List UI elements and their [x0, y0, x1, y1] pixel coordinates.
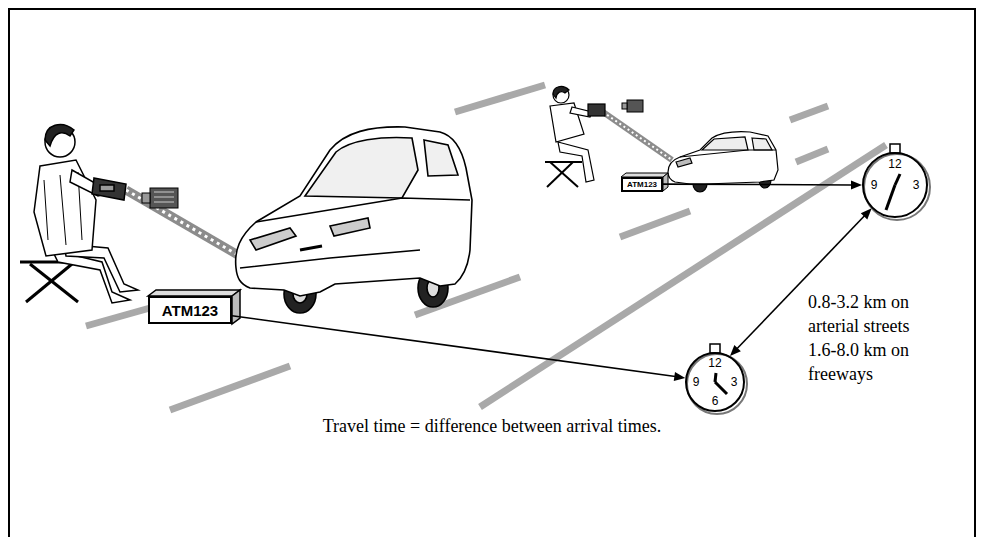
clock-number: 3 — [913, 178, 920, 192]
observer-hair — [45, 125, 74, 146]
connector-arrow — [232, 316, 685, 381]
clock-number: 12 — [888, 157, 901, 171]
stool-seat — [545, 161, 582, 163]
camcorder-icon — [142, 188, 178, 208]
connector-arrow — [663, 180, 862, 189]
headlight — [330, 218, 370, 236]
camera-detail — [100, 185, 114, 191]
sight-line-hatch — [603, 112, 672, 160]
connector-line — [663, 183, 852, 185]
clock-number: 9 — [693, 375, 700, 389]
car-body — [668, 132, 778, 184]
stopwatch-hand — [886, 185, 895, 210]
lane-dash — [620, 211, 690, 237]
frame — [9, 9, 975, 537]
observer-body — [34, 160, 96, 256]
hood-line — [680, 150, 776, 157]
connector-line — [232, 316, 675, 377]
observer — [545, 87, 605, 187]
lane-dash — [455, 85, 545, 112]
video-camera — [588, 104, 605, 116]
plate-number: ATM123 — [162, 302, 218, 319]
lane-dash — [796, 149, 828, 162]
headlight — [250, 228, 296, 250]
stopwatch-face — [686, 353, 744, 411]
arrowhead — [730, 345, 741, 356]
stopwatch: 12 9 3 — [862, 152, 928, 218]
far-car — [668, 132, 778, 192]
side-window — [424, 140, 458, 176]
headlight — [676, 158, 692, 167]
camcorder-lens — [142, 193, 150, 203]
plate-number: ATM123 — [627, 180, 657, 189]
front-car — [236, 127, 472, 313]
arrowhead — [861, 208, 872, 219]
side-window — [752, 138, 772, 150]
stopwatch-hand — [715, 382, 727, 394]
stopwatch: 12 9 36 — [685, 352, 745, 412]
stool-leg — [26, 264, 72, 302]
clock-number: 3 — [731, 375, 738, 389]
stopwatch-shadow — [687, 354, 747, 414]
lane-dash — [86, 308, 150, 326]
clock-number: 6 — [712, 394, 719, 408]
stopwatch-hand — [895, 174, 900, 185]
camcorder-icon — [622, 100, 643, 112]
stopwatch-hand — [715, 373, 716, 382]
video-camera — [92, 178, 126, 200]
stopwatch-face — [863, 153, 927, 217]
clock-number: 9 — [871, 178, 878, 192]
stool-leg — [547, 162, 573, 187]
sight-line-hatch — [126, 190, 250, 262]
clock-number: 12 — [708, 356, 721, 370]
car-body — [236, 127, 472, 296]
windshield — [702, 137, 748, 150]
bumper-line — [240, 250, 420, 268]
air-intake — [300, 246, 322, 250]
observer — [20, 125, 138, 303]
observer-head — [553, 87, 569, 103]
lane-dash — [170, 366, 290, 410]
sight-line — [126, 190, 250, 262]
road-markings — [86, 85, 886, 410]
lane-dash — [790, 106, 828, 120]
distance-note: 0.8-3.2 km on arterial streets — [808, 290, 943, 338]
stool-leg — [550, 162, 578, 187]
plate-edge — [232, 290, 240, 324]
stopwatch-shadow — [864, 154, 930, 220]
camcorder-body — [627, 100, 643, 112]
arrowhead — [674, 372, 686, 381]
arrowhead — [851, 180, 862, 189]
license-plate: ATM123 — [621, 177, 663, 192]
camcorder-detail — [154, 192, 174, 202]
distance-note: 1.6-8.0 km on freeways — [808, 338, 943, 386]
observer-leg — [558, 142, 594, 182]
windshield — [305, 138, 418, 198]
camcorder-lens — [622, 103, 627, 109]
plate-edge — [663, 173, 668, 191]
camcorder-body — [150, 188, 178, 208]
stool-leg — [30, 264, 78, 302]
caption: Travel time = difference between arrival… — [9, 416, 975, 437]
license-plate: ATM123 — [148, 296, 232, 324]
sight-line — [603, 112, 672, 160]
observer-hair — [553, 87, 569, 98]
